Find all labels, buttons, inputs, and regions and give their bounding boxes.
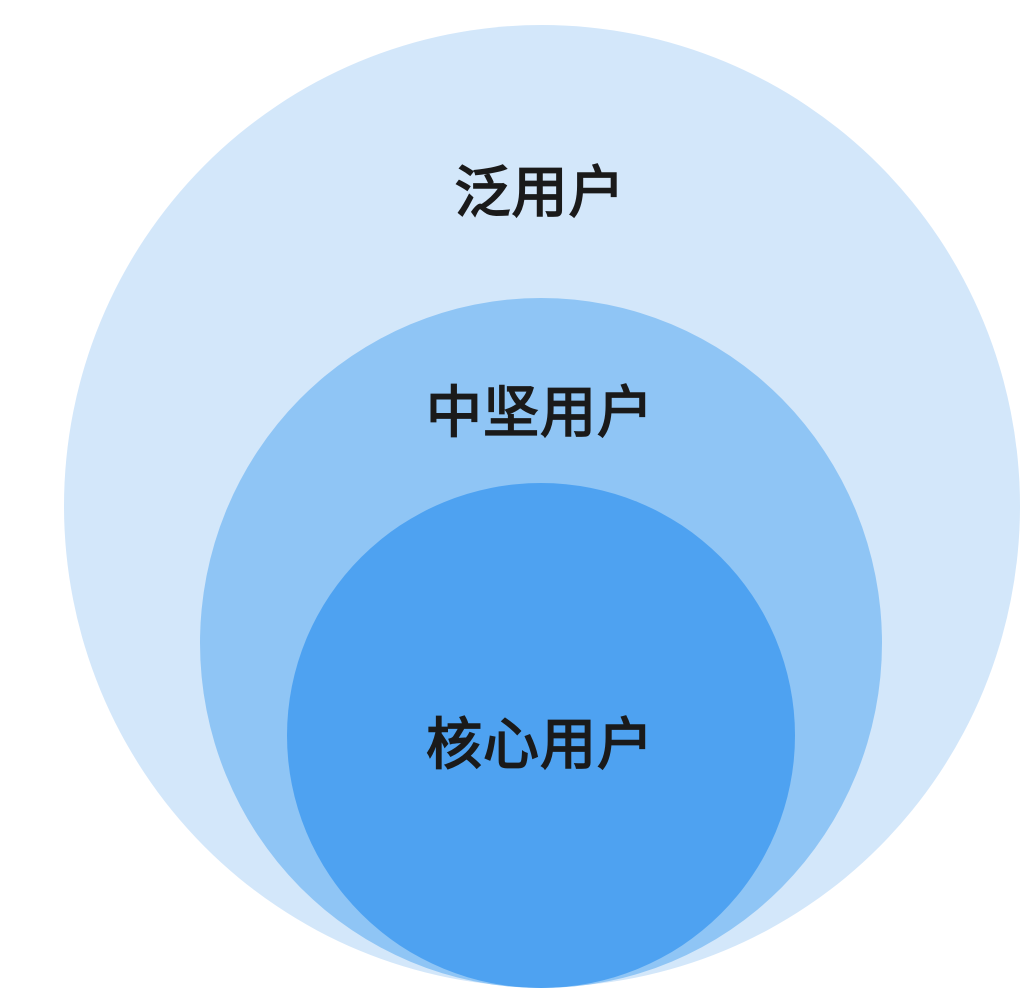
mid-tier-users-label: 中坚用户 bbox=[426, 381, 654, 446]
core-users-label: 核心用户 bbox=[426, 713, 654, 778]
core-users-circle bbox=[287, 483, 795, 988]
general-users-label: 泛用户 bbox=[454, 161, 626, 226]
